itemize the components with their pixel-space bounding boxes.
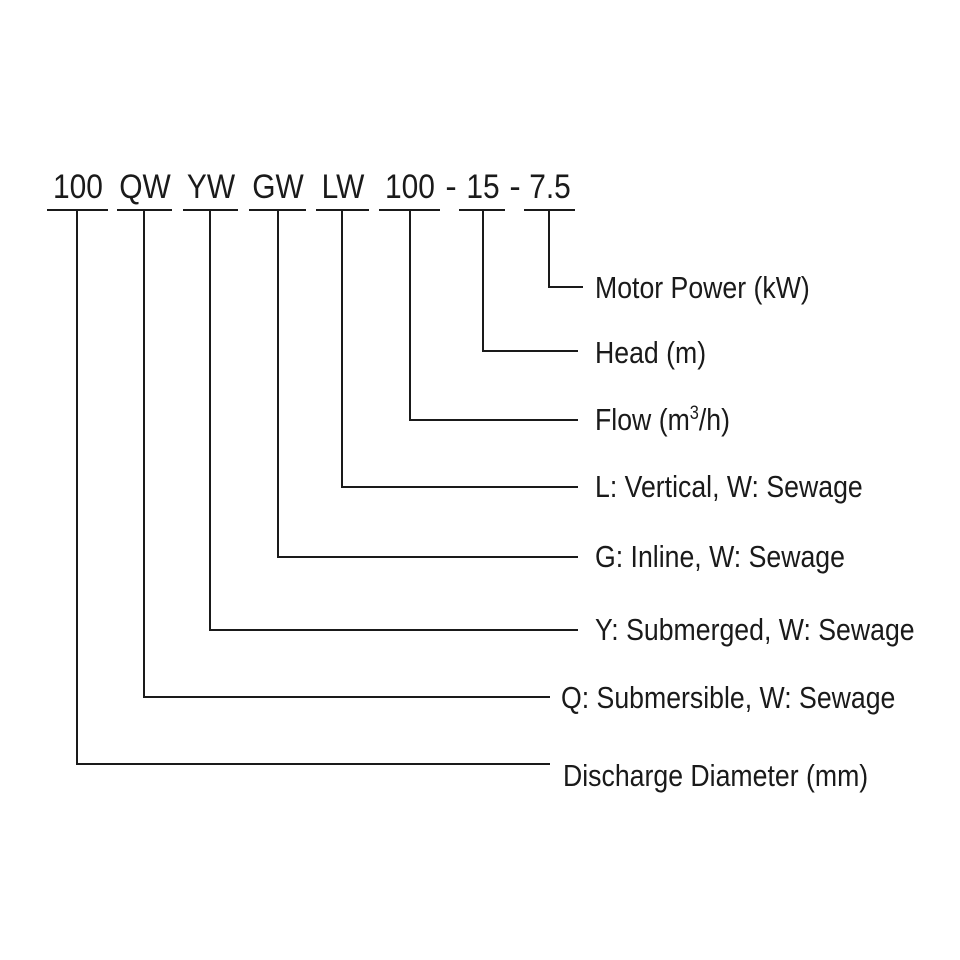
leader-flow xyxy=(409,210,578,421)
leader-motor-power xyxy=(548,210,583,288)
label-submerged-sewage: Y: Submerged, W: Sewage xyxy=(595,612,915,647)
label-inline-sewage: G: Inline, W: Sewage xyxy=(595,539,845,574)
label-vertical-sewage: L: Vertical, W: Sewage xyxy=(595,469,863,504)
leader-inline xyxy=(277,210,578,558)
leader-head xyxy=(482,210,578,352)
label-flow-suffix: /h) xyxy=(698,402,731,437)
label-head: Head (m) xyxy=(595,335,707,370)
code-gw: GW xyxy=(252,168,304,206)
label-flow: Flow (m3/h) xyxy=(595,400,730,440)
label-flow-superscript: 3 xyxy=(689,403,699,424)
code-qw: QW xyxy=(119,168,171,206)
code-lw: LW xyxy=(321,168,365,206)
label-flow-prefix: Flow (m xyxy=(595,402,690,437)
leader-submerged xyxy=(209,210,578,631)
leader-submersible xyxy=(143,210,550,698)
label-motor-power: Motor Power (kW) xyxy=(595,270,810,305)
label-submersible-sewage: Q: Submersible, W: Sewage xyxy=(561,680,896,715)
code-motor-power: 7.5 xyxy=(529,168,571,206)
code-flow: 100 xyxy=(385,168,435,206)
leader-discharge xyxy=(76,210,550,765)
code-discharge-diameter: 100 xyxy=(53,168,103,206)
leader-vertical xyxy=(341,210,578,488)
code-yw: YW xyxy=(186,168,236,206)
code-head: 15 xyxy=(466,168,500,206)
label-discharge-diameter: Discharge Diameter (mm) xyxy=(563,758,869,793)
code-separator: - xyxy=(509,168,521,206)
code-separator: - xyxy=(445,168,457,206)
